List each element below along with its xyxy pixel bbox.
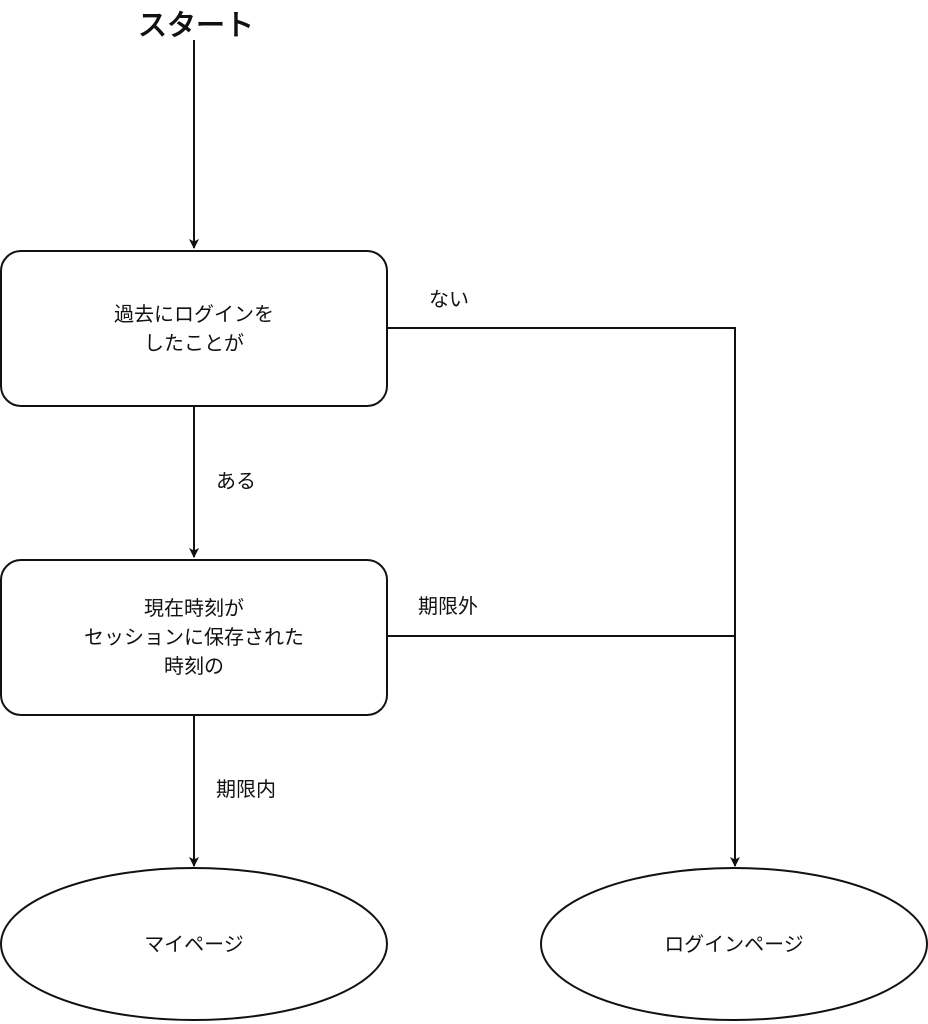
decision1-line-2: したことが bbox=[144, 330, 244, 355]
decision-box-logged-in-before bbox=[0, 250, 388, 407]
start-label: スタート bbox=[138, 8, 255, 42]
decision1-line-1: 過去にログインを bbox=[114, 301, 274, 326]
edge-label-within: 期限内 bbox=[216, 777, 276, 801]
decision2-line-2: セッションに保存された bbox=[84, 625, 304, 649]
edge-label-outside: 期限外 bbox=[418, 594, 478, 618]
edge-label-yes: ある bbox=[216, 469, 256, 493]
decision2-line-3: 時刻の bbox=[164, 654, 224, 678]
login-page-label: ログインページ bbox=[664, 931, 804, 956]
edge-label-no: ない bbox=[429, 287, 469, 311]
decision-box-within-expiry bbox=[0, 559, 388, 716]
decision2-line-1: 現在時刻が bbox=[144, 596, 244, 620]
decision-text-within-expiry: 現在時刻が セッションに保存された 時刻の bbox=[1, 560, 387, 715]
decision-text-logged-in-before: 過去にログインを したことが bbox=[1, 251, 387, 406]
terminal-my-page bbox=[0, 867, 388, 1021]
terminal-text-my-page: マイページ bbox=[1, 868, 387, 1020]
terminal-login-page bbox=[540, 867, 928, 1021]
terminal-text-login-page: ログインページ bbox=[541, 868, 927, 1020]
my-page-label: マイページ bbox=[144, 931, 244, 956]
edge-decision1-no bbox=[387, 327, 740, 867]
